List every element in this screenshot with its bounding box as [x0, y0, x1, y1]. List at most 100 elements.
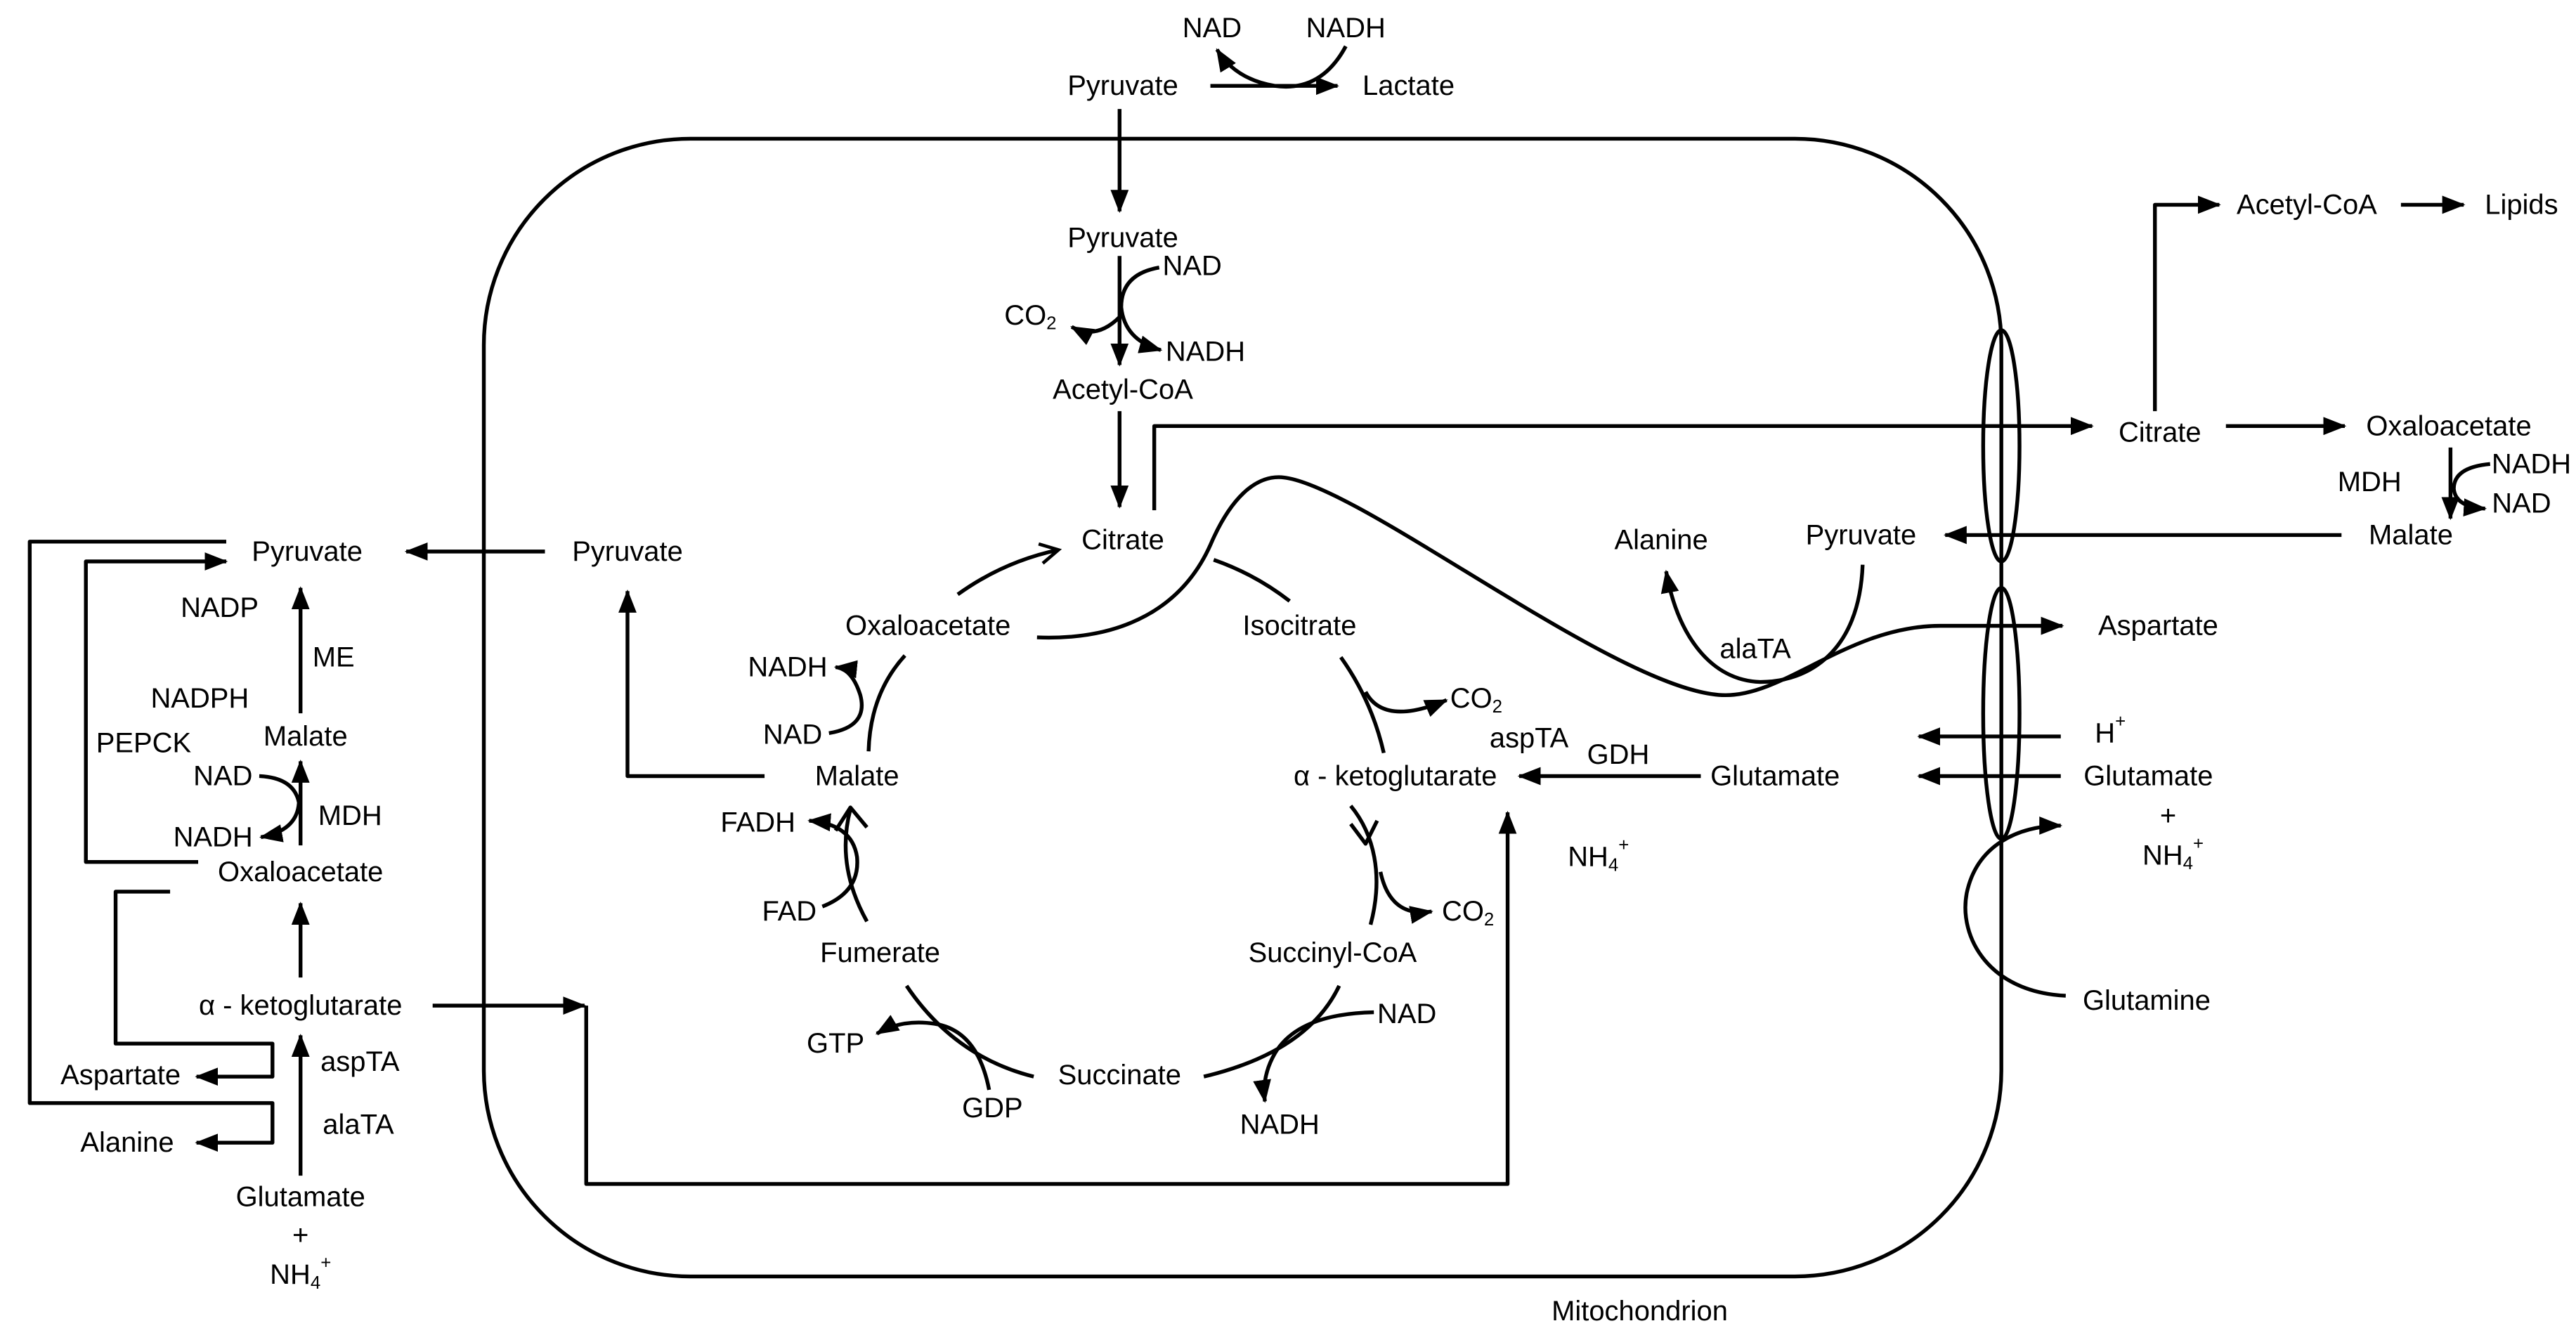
- label-matrix-glutamate: Glutamate: [1710, 760, 1840, 791]
- label-right-nad: NAD: [2492, 488, 2551, 519]
- label-fad: FAD: [762, 896, 817, 927]
- nh4-base: NH: [270, 1259, 311, 1290]
- arrow-citrate-export: [1152, 417, 2094, 511]
- label-scs-nadh: NADH: [1240, 1109, 1320, 1140]
- label-matrix-citrate: Citrate: [1081, 524, 1164, 555]
- label-right-acetylcoa: Acetyl-CoA: [2237, 189, 2377, 220]
- arc-succinate-to-fumerate: [904, 984, 1034, 1079]
- label-matrix-oxaloacetate: Oxaloacetate: [845, 611, 1010, 642]
- label-mdh-nadh: NADH: [748, 651, 827, 682]
- label-top-nad: NAD: [1183, 13, 1242, 44]
- curve-nad-to-nadh-succinyl: [1253, 1010, 1374, 1103]
- label-left-nadph: NADPH: [150, 683, 249, 714]
- arc-oxaloacetate-to-citrate: [956, 550, 1058, 597]
- label-pdh-nadh: NADH: [1166, 337, 1245, 367]
- label-right-proton: H+: [2095, 712, 2126, 748]
- label-idh-co2: CO2: [1450, 683, 1502, 717]
- label-left-nh4: NH4+: [270, 1254, 331, 1293]
- arc-isocitrate-to-akg: [1339, 656, 1386, 754]
- curve-co2-release-pdh: [1070, 316, 1121, 346]
- label-scs-nad: NAD: [1377, 999, 1436, 1029]
- transporter-upper: [1981, 328, 2022, 564]
- label-matrix-isocitrate: Isocitrate: [1242, 611, 1356, 642]
- curve-nad-to-nadh-pdh: [1119, 266, 1163, 353]
- label-left-nad: NAD: [193, 760, 252, 791]
- label-mitochondrion: Mitochondrion: [1552, 1296, 1728, 1327]
- label-matrix-alanine: Alanine: [1614, 524, 1707, 555]
- nh4-base: NH: [2142, 840, 2183, 871]
- curve-nadh-to-nad-ldh: [1215, 45, 1348, 89]
- arrow-pepck-oxaloacetate-to-pyruvate: [84, 552, 228, 864]
- proton-superscript: +: [2115, 712, 2126, 731]
- nh4-subscript: 4: [311, 1273, 320, 1293]
- curve-fad-to-fadh: [807, 813, 859, 909]
- label-right-lipids: Lipids: [2485, 189, 2558, 220]
- label-matrix-pyruvate-right: Pyruvate: [1806, 519, 1917, 550]
- arc-malate-to-oxaloacetate: [866, 654, 906, 752]
- curve-nadh-to-nad-mdh-cytosol: [2452, 462, 2491, 516]
- curve-pyruvate-to-alanine-matrix: [1660, 564, 1865, 684]
- label-right-aspartate: Aspartate: [2098, 611, 2218, 642]
- curve-nad-to-nadh-mdh-left: [259, 774, 301, 843]
- mitochondrion-membrane: [481, 136, 2003, 1279]
- nh4-superscript: +: [2193, 834, 2204, 854]
- label-left-malate: Malate: [264, 721, 348, 752]
- label-gtp: GTP: [807, 1028, 864, 1059]
- curve-co2-release-idh: [1364, 691, 1448, 717]
- arrow-pyruvate-to-alanine-cytosol: [27, 540, 275, 1152]
- curve-gdp-to-gtp: [875, 1015, 991, 1091]
- label-top-lactate: Lactate: [1362, 70, 1455, 101]
- co2-base: CO: [1004, 300, 1046, 331]
- curve-glutamine-to-glutamate: [1963, 817, 2066, 998]
- label-fumerate: Fumerate: [820, 937, 940, 968]
- label-left-mdh: MDH: [318, 800, 382, 831]
- co2-base: CO: [1442, 896, 1484, 927]
- label-matrix-acetylcoa: Acetyl-CoA: [1053, 375, 1193, 405]
- label-right-glutamine: Glutamine: [2083, 985, 2211, 1016]
- label-kgdh-co2: CO2: [1442, 896, 1494, 930]
- label-left-oxaloacetate: Oxaloacetate: [218, 857, 383, 887]
- label-right-citrate: Citrate: [2119, 417, 2201, 448]
- arc-succinylcoa-to-succinate: [1203, 984, 1341, 1079]
- arc-akg-to-succinylcoa: [1349, 805, 1379, 925]
- nh4-superscript: +: [320, 1254, 331, 1273]
- label-left-nadh: NADH: [174, 821, 253, 852]
- arrow-akg-to-matrix-akg: [584, 810, 1517, 1186]
- label-left-plus: +: [292, 1220, 308, 1251]
- label-left-me: ME: [313, 642, 355, 672]
- label-mdh-nad: NAD: [763, 720, 822, 750]
- nh4-superscript: +: [1618, 835, 1629, 855]
- arrow-oxaloacetate-to-aspartate: [113, 890, 275, 1086]
- arc-fumerate-to-malate: [843, 808, 869, 923]
- label-left-aspartate: Aspartate: [60, 1060, 181, 1091]
- curve-nad-to-nadh-mdh-matrix: [828, 660, 864, 736]
- label-top-nadh: NADH: [1306, 13, 1386, 44]
- nh4-base: NH: [1568, 842, 1608, 873]
- label-matrix-nh4: NH4+: [1568, 835, 1629, 875]
- curve-co2-release-kgdh: [1378, 871, 1433, 924]
- label-right-nadh: NADH: [2492, 448, 2571, 479]
- label-matrix-pyruvate: Pyruvate: [1067, 222, 1178, 253]
- label-matrix-ala-ta: alaTA: [1719, 634, 1791, 665]
- proton-base: H: [2095, 717, 2115, 748]
- co2-subscript: 2: [1046, 314, 1056, 334]
- label-matrix-pyruvate-export: Pyruvate: [572, 536, 683, 567]
- label-left-alanine: Alanine: [80, 1127, 174, 1158]
- label-succinate: Succinate: [1058, 1060, 1181, 1091]
- label-gdh: GDH: [1587, 739, 1650, 770]
- label-matrix-malate: Malate: [815, 760, 899, 791]
- nh4-subscript: 4: [2183, 854, 2193, 873]
- label-gdp: GDP: [962, 1093, 1023, 1124]
- label-matrix-alpha-ketoglutarate: α - ketoglutarate: [1294, 760, 1497, 791]
- label-left-ala-ta: alaTA: [323, 1109, 394, 1140]
- label-pdh-co2: CO2: [1004, 300, 1056, 334]
- label-right-oxaloacetate: Oxaloacetate: [2366, 410, 2531, 441]
- label-right-malate: Malate: [2369, 519, 2453, 550]
- label-left-nadp: NADP: [181, 592, 259, 623]
- co2-subscript: 2: [1492, 697, 1502, 717]
- curve-oxaloacetate-to-aspartate-export: [1036, 475, 2064, 698]
- co2-subscript: 2: [1484, 910, 1494, 930]
- label-left-asp-ta: aspTA: [320, 1046, 400, 1077]
- label-fadh: FADH: [720, 807, 795, 838]
